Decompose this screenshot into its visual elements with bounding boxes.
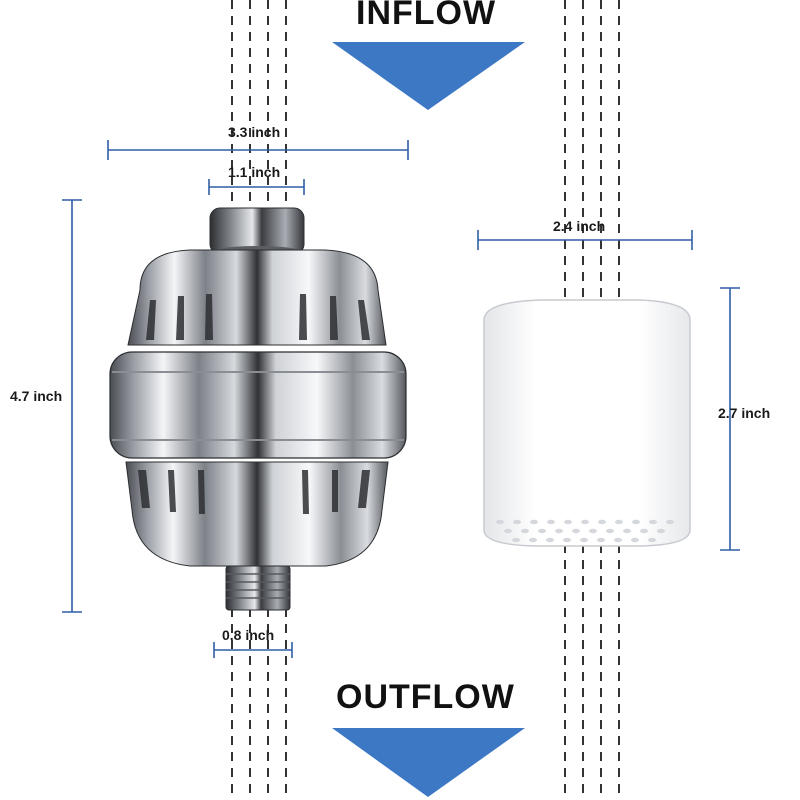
cartridge-hole	[640, 528, 648, 534]
cartridge-hole	[564, 519, 572, 525]
cartridge-hole	[529, 537, 537, 543]
cartridge-hole	[632, 519, 640, 525]
cartridge-hole	[512, 537, 520, 543]
cartridge-hole	[597, 537, 605, 543]
cartridge-hole	[513, 519, 521, 525]
cartridge-hole	[606, 528, 614, 534]
cartridge-hole	[580, 537, 588, 543]
cartridge-hole	[572, 528, 580, 534]
inflow-label: INFLOW	[356, 0, 497, 32]
arrow-down-icon	[332, 728, 525, 797]
cartridge-hole	[648, 537, 656, 543]
inlet-width-label: 1.1 inch	[228, 164, 281, 180]
cartridge-hole	[581, 519, 589, 525]
filter-cartridge	[483, 299, 691, 547]
cartridge-hole	[504, 528, 512, 534]
cartridge-hole	[530, 519, 538, 525]
cartridge-hole	[496, 519, 504, 525]
outlet-width-label: 0.8 inch	[222, 627, 275, 643]
cartridge-hole	[623, 528, 631, 534]
filter-height-label: 4.7 inch	[10, 388, 63, 404]
cartridge-hole	[538, 528, 546, 534]
cartridge-hole	[555, 528, 563, 534]
cartridge-hole	[546, 537, 554, 543]
cartridge-hole	[614, 537, 622, 543]
arrow-down-icon	[332, 42, 525, 110]
cartridge-hole	[631, 537, 639, 543]
cartridge-hole	[615, 519, 623, 525]
cartridge-hole	[521, 528, 529, 534]
cartridge-hole	[649, 519, 657, 525]
cartridge-hole	[547, 519, 555, 525]
shower-filter-body	[109, 207, 407, 611]
cartridge-hole	[563, 537, 571, 543]
cartridge-width-label: 2.4 inch	[553, 218, 606, 234]
cartridge-height-label: 2.7 inch	[718, 405, 771, 421]
filter-width-label: 3.3 inch	[228, 124, 281, 140]
outflow-label: OUTFLOW	[336, 678, 515, 716]
cartridge-hole	[589, 528, 597, 534]
dimension-lines	[62, 140, 740, 658]
cartridge-hole	[666, 519, 674, 525]
cartridge-hole	[657, 528, 665, 534]
cartridge-hole	[598, 519, 606, 525]
